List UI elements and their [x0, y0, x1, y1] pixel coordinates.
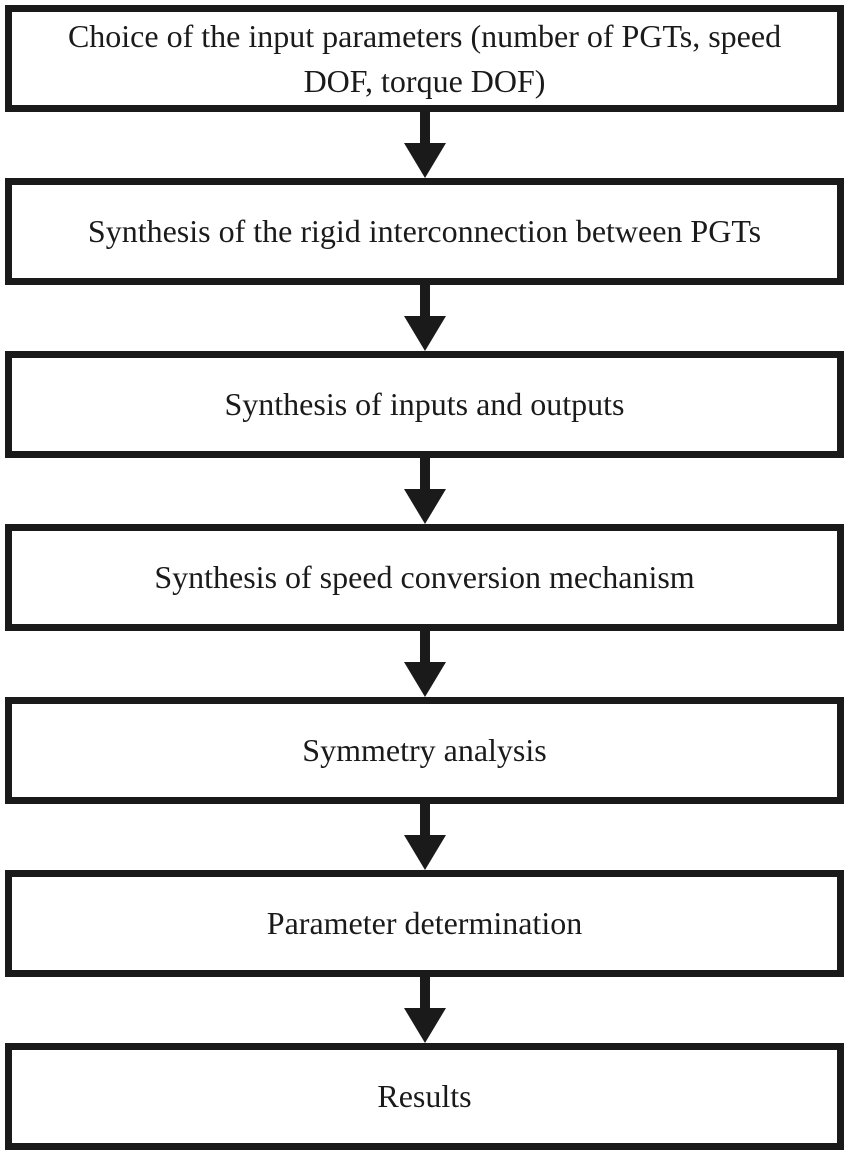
- arrow-down-icon: [5, 631, 844, 697]
- flow-step-label: Choice of the input parameters (number o…: [67, 17, 782, 99]
- flow-step-label: Symmetry analysis: [302, 732, 547, 769]
- arrow-head: [403, 143, 446, 178]
- flow-step-label: Results: [377, 1078, 472, 1115]
- flow-step-label: Synthesis of the rigid interconnection b…: [87, 213, 762, 250]
- flow-step-3: Synthesis of inputs and outputs: [5, 351, 844, 458]
- flow-step-label: Parameter determination: [266, 905, 583, 942]
- arrow-down-icon: [5, 458, 844, 524]
- arrow-down-icon: [5, 285, 844, 351]
- arrow-head: [403, 835, 446, 870]
- arrow-stem: [419, 977, 430, 1008]
- arrow-stem: [419, 458, 430, 489]
- arrow-stem: [419, 631, 430, 662]
- flow-step-6: Parameter determination: [5, 870, 844, 977]
- arrow-head: [403, 316, 446, 351]
- arrow-stem: [419, 285, 430, 316]
- arrow-head: [403, 662, 446, 697]
- flow-step-7: Results: [5, 1043, 844, 1150]
- flow-step-label: Synthesis of inputs and outputs: [224, 386, 625, 423]
- flow-step-1: Choice of the input parameters (number o…: [5, 5, 844, 112]
- arrow-down-icon: [5, 112, 844, 178]
- flow-step-5: Symmetry analysis: [5, 697, 844, 804]
- arrow-down-icon: [5, 977, 844, 1043]
- arrow-head: [403, 489, 446, 524]
- arrow-down-icon: [5, 804, 844, 870]
- arrow-head: [403, 1008, 446, 1043]
- flow-step-label: Synthesis of speed conversion mechanism: [154, 559, 695, 596]
- arrow-stem: [419, 804, 430, 835]
- flow-step-4: Synthesis of speed conversion mechanism: [5, 524, 844, 631]
- flow-step-2: Synthesis of the rigid interconnection b…: [5, 178, 844, 285]
- arrow-stem: [419, 112, 430, 143]
- flowchart: Choice of the input parameters (number o…: [5, 5, 844, 1150]
